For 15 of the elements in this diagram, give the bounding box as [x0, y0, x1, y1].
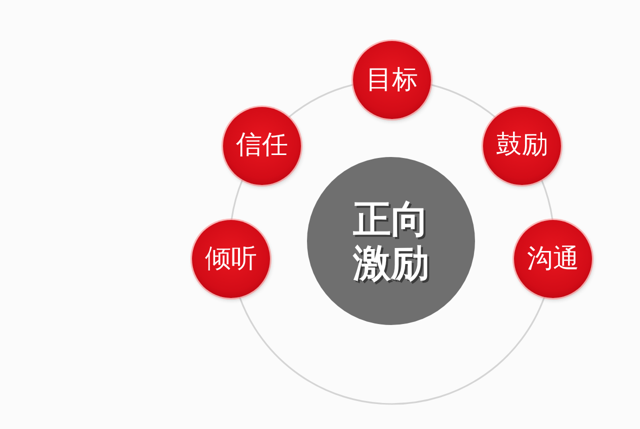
- ring-arc: [540, 179, 554, 220]
- topic-circle: [222, 106, 301, 185]
- circle-label: 信任: [236, 131, 288, 160]
- topic-circle: [483, 106, 562, 185]
- topic-circle: [353, 41, 431, 119]
- topic-circle: [514, 220, 592, 298]
- circle-label: 正向激励: [352, 197, 430, 285]
- ring-arc: [288, 84, 354, 118]
- circle-label: 沟通: [527, 244, 580, 274]
- circle-label: 目标: [366, 66, 418, 94]
- ring-arc: [430, 84, 496, 118]
- circle-label: 鼓励: [496, 131, 548, 160]
- circle-label: 倾听: [204, 244, 257, 274]
- ring-arc: [230, 179, 244, 220]
- ring-arc: [238, 296, 546, 404]
